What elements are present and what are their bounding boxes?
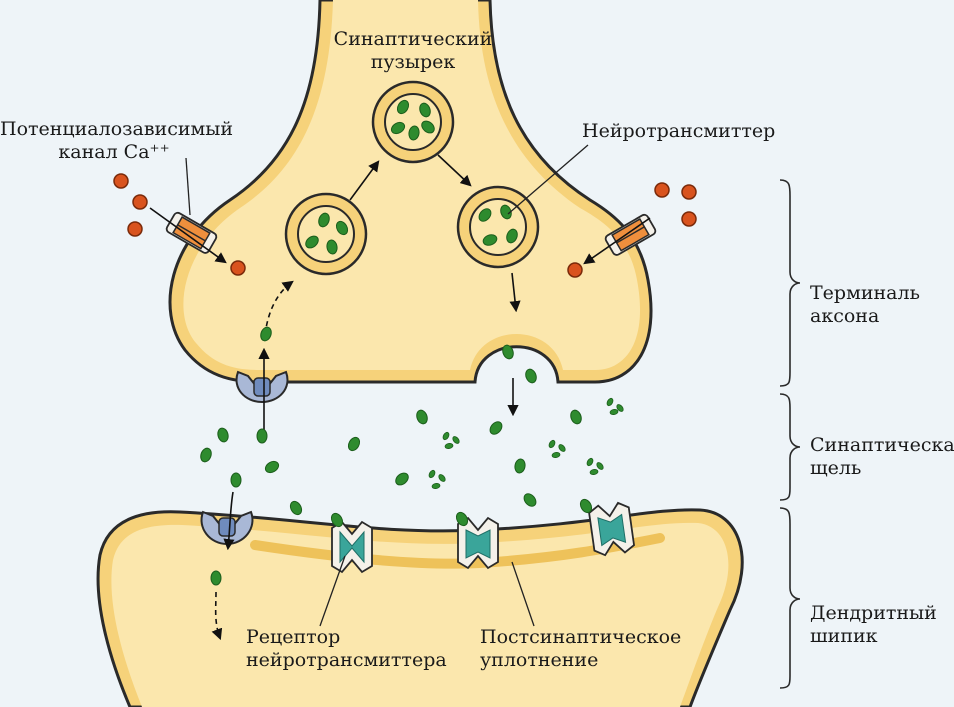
label-axon-terminal: Терминаль аксона [810, 282, 920, 328]
degraded-fragments [428, 397, 624, 489]
calcium-influx-arrows [149, 207, 651, 265]
label-synaptic-cleft: Синаптическая щель [810, 434, 954, 480]
label-synaptic-vesicle: Синаптический пузырек [330, 28, 496, 74]
label-psd-line1: Постсинаптическое [480, 626, 682, 648]
ca-channel-right [604, 213, 657, 256]
label-ca-channel-line1: Потенциалозависимый [0, 118, 234, 140]
reuptake-transporter-postsynaptic [200, 491, 254, 641]
synaptic-vesicle-3 [456, 185, 540, 269]
synaptic-vesicle-1 [371, 80, 455, 164]
label-axon-terminal-line2: аксона [810, 305, 880, 327]
label-postsynaptic-density: Постсинаптическое уплотнение [480, 626, 681, 672]
reuptake-transporter-presynaptic [235, 347, 289, 432]
label-ca-channel: Потенциалозависимый канал Ca⁺⁺ [0, 118, 234, 164]
label-synaptic-vesicle-line1: Синаптический [333, 28, 493, 50]
label-receptor-line1: Рецептор [246, 626, 341, 648]
neurotransmitter-receptor-2 [457, 516, 499, 570]
label-neurotransmitter: Нейротрансмиттер [582, 120, 776, 142]
synaptic-vesicle-2 [284, 192, 368, 276]
label-receptor-line2: нейротрансмиттера [246, 649, 447, 671]
label-synaptic-cleft-line1: Синаптическая [810, 434, 954, 456]
ca-channel-left [165, 211, 218, 254]
label-ca-channel-line2: канал Ca⁺⁺ [58, 141, 170, 163]
brackets [779, 179, 801, 689]
calcium-ions [113, 173, 697, 278]
label-dendritic-spine-line1: Дендритный [810, 602, 937, 624]
fusing-vesicle [502, 344, 537, 417]
leader-lines [185, 144, 589, 627]
label-dendritic-spine: Дендритный шипик [810, 602, 937, 648]
label-psd-line2: уплотнение [480, 649, 599, 671]
vesicle-cycle-arrows [264, 154, 521, 336]
neurotransmitter-receptor-3 [588, 501, 635, 557]
label-dendritic-spine-line2: шипик [810, 625, 878, 647]
label-receptor: Рецептор нейротрансмиттера [246, 626, 447, 672]
neurotransmitter-molecules [200, 326, 593, 586]
label-synaptic-vesicle-line2: пузырек [370, 51, 456, 73]
neurotransmitter-receptor-1 [331, 520, 373, 574]
label-synaptic-cleft-line2: щель [810, 457, 862, 479]
label-axon-terminal-line1: Терминаль [810, 282, 920, 304]
